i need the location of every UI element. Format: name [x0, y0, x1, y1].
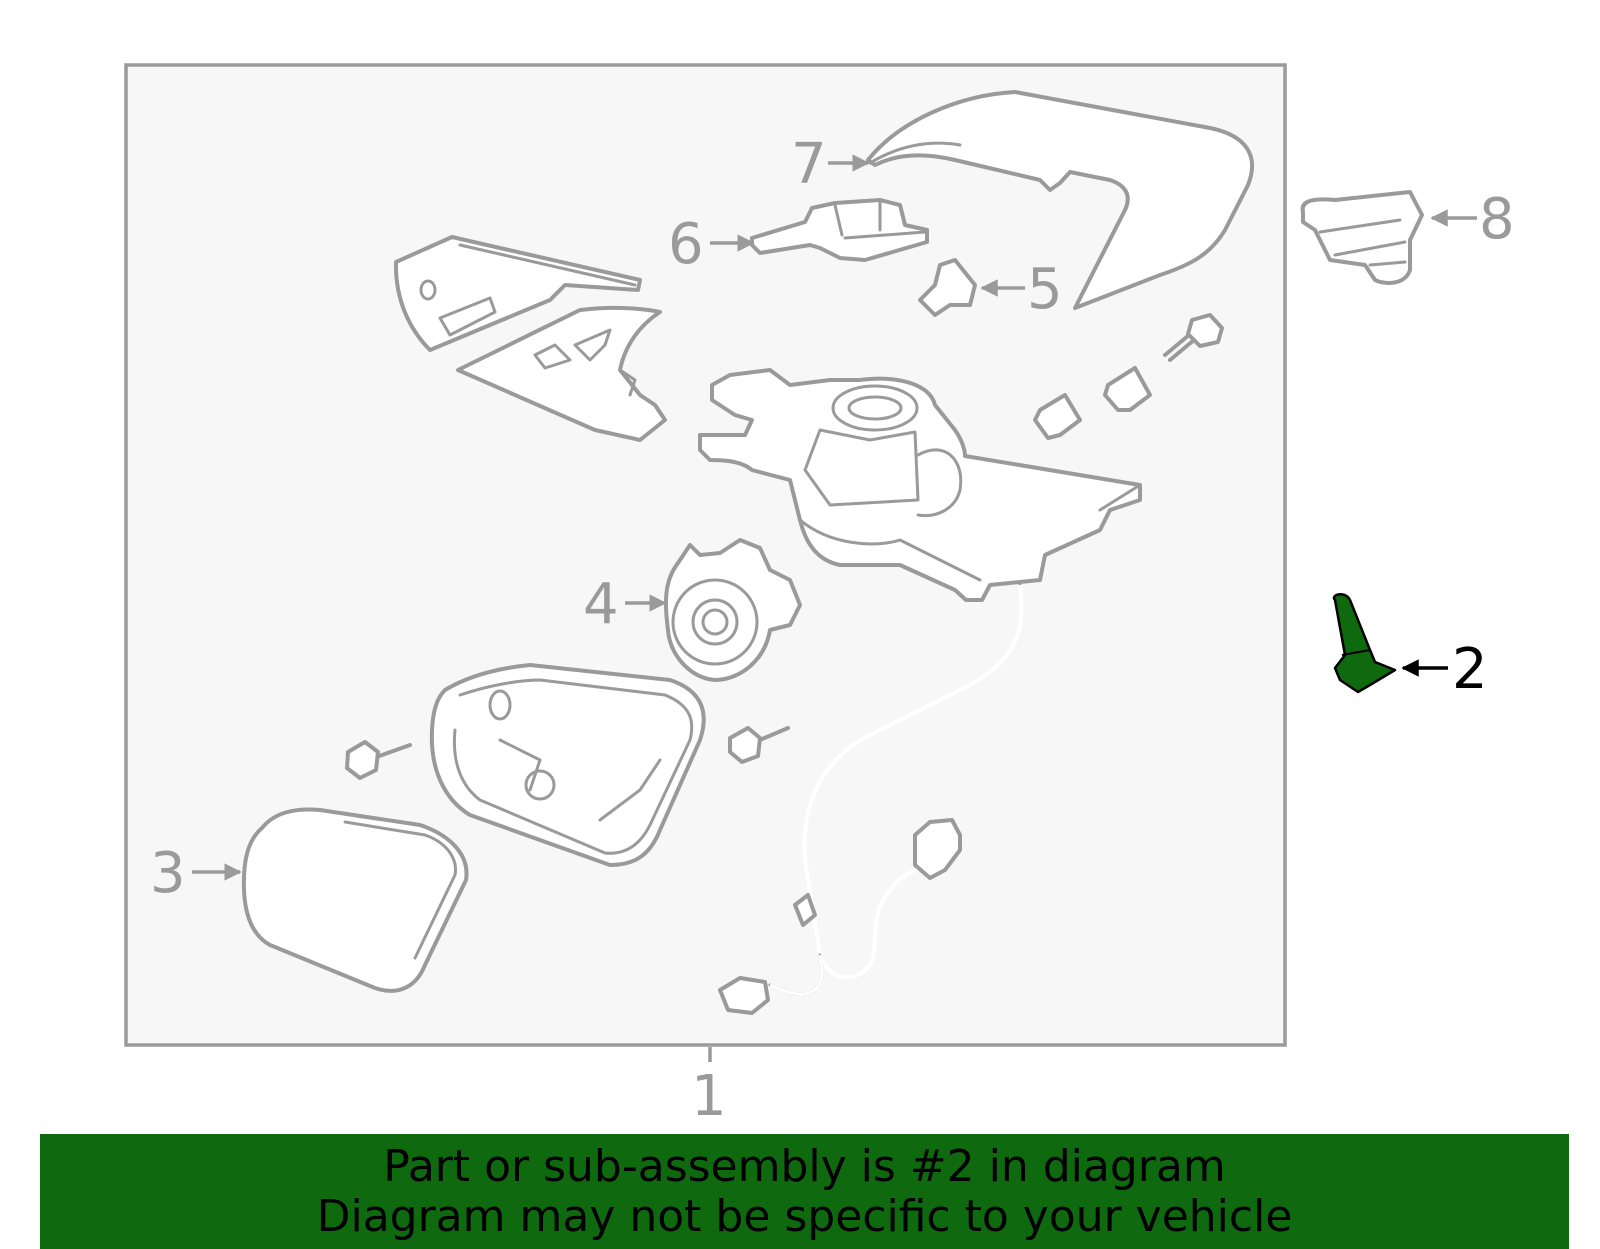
- mirror-base-plate: [456, 305, 667, 442]
- callout-3: 3: [150, 841, 186, 906]
- info-banner: Part or sub-assembly is #2 in diagram Di…: [40, 1134, 1569, 1249]
- callout-8: 8: [1479, 187, 1515, 252]
- clip-right-b: [1103, 366, 1152, 412]
- part-5-retainer[interactable]: [918, 258, 977, 317]
- wire-harness: [718, 583, 1024, 1015]
- screw-upper: [1163, 313, 1224, 362]
- callout-1: 1: [691, 1064, 727, 1129]
- banner-line-2: Diagram may not be specific to your vehi…: [316, 1191, 1293, 1242]
- callout-2: 2: [1452, 637, 1488, 702]
- part-7-mirror-cover[interactable]: [866, 90, 1255, 310]
- part-6-clip[interactable]: [750, 198, 929, 262]
- screw-right: [728, 726, 790, 764]
- screw-left: [345, 740, 412, 780]
- part-8-turn-signal-lamp[interactable]: [1300, 190, 1424, 285]
- mirror-glass-backing: [429, 663, 706, 867]
- callout-6: 6: [668, 212, 704, 277]
- part-3-mirror-glass[interactable]: [241, 807, 469, 993]
- clip-right-a: [1033, 393, 1082, 440]
- callout-4: 4: [583, 572, 619, 637]
- power-actuator-assembly: [698, 368, 1142, 602]
- part-2-highlighted[interactable]: [1332, 593, 1397, 694]
- callout-7: 7: [791, 132, 827, 197]
- mirror-bracket: [393, 235, 642, 352]
- callout-5: 5: [1027, 257, 1063, 322]
- banner-line-1: Part or sub-assembly is #2 in diagram: [383, 1141, 1226, 1192]
